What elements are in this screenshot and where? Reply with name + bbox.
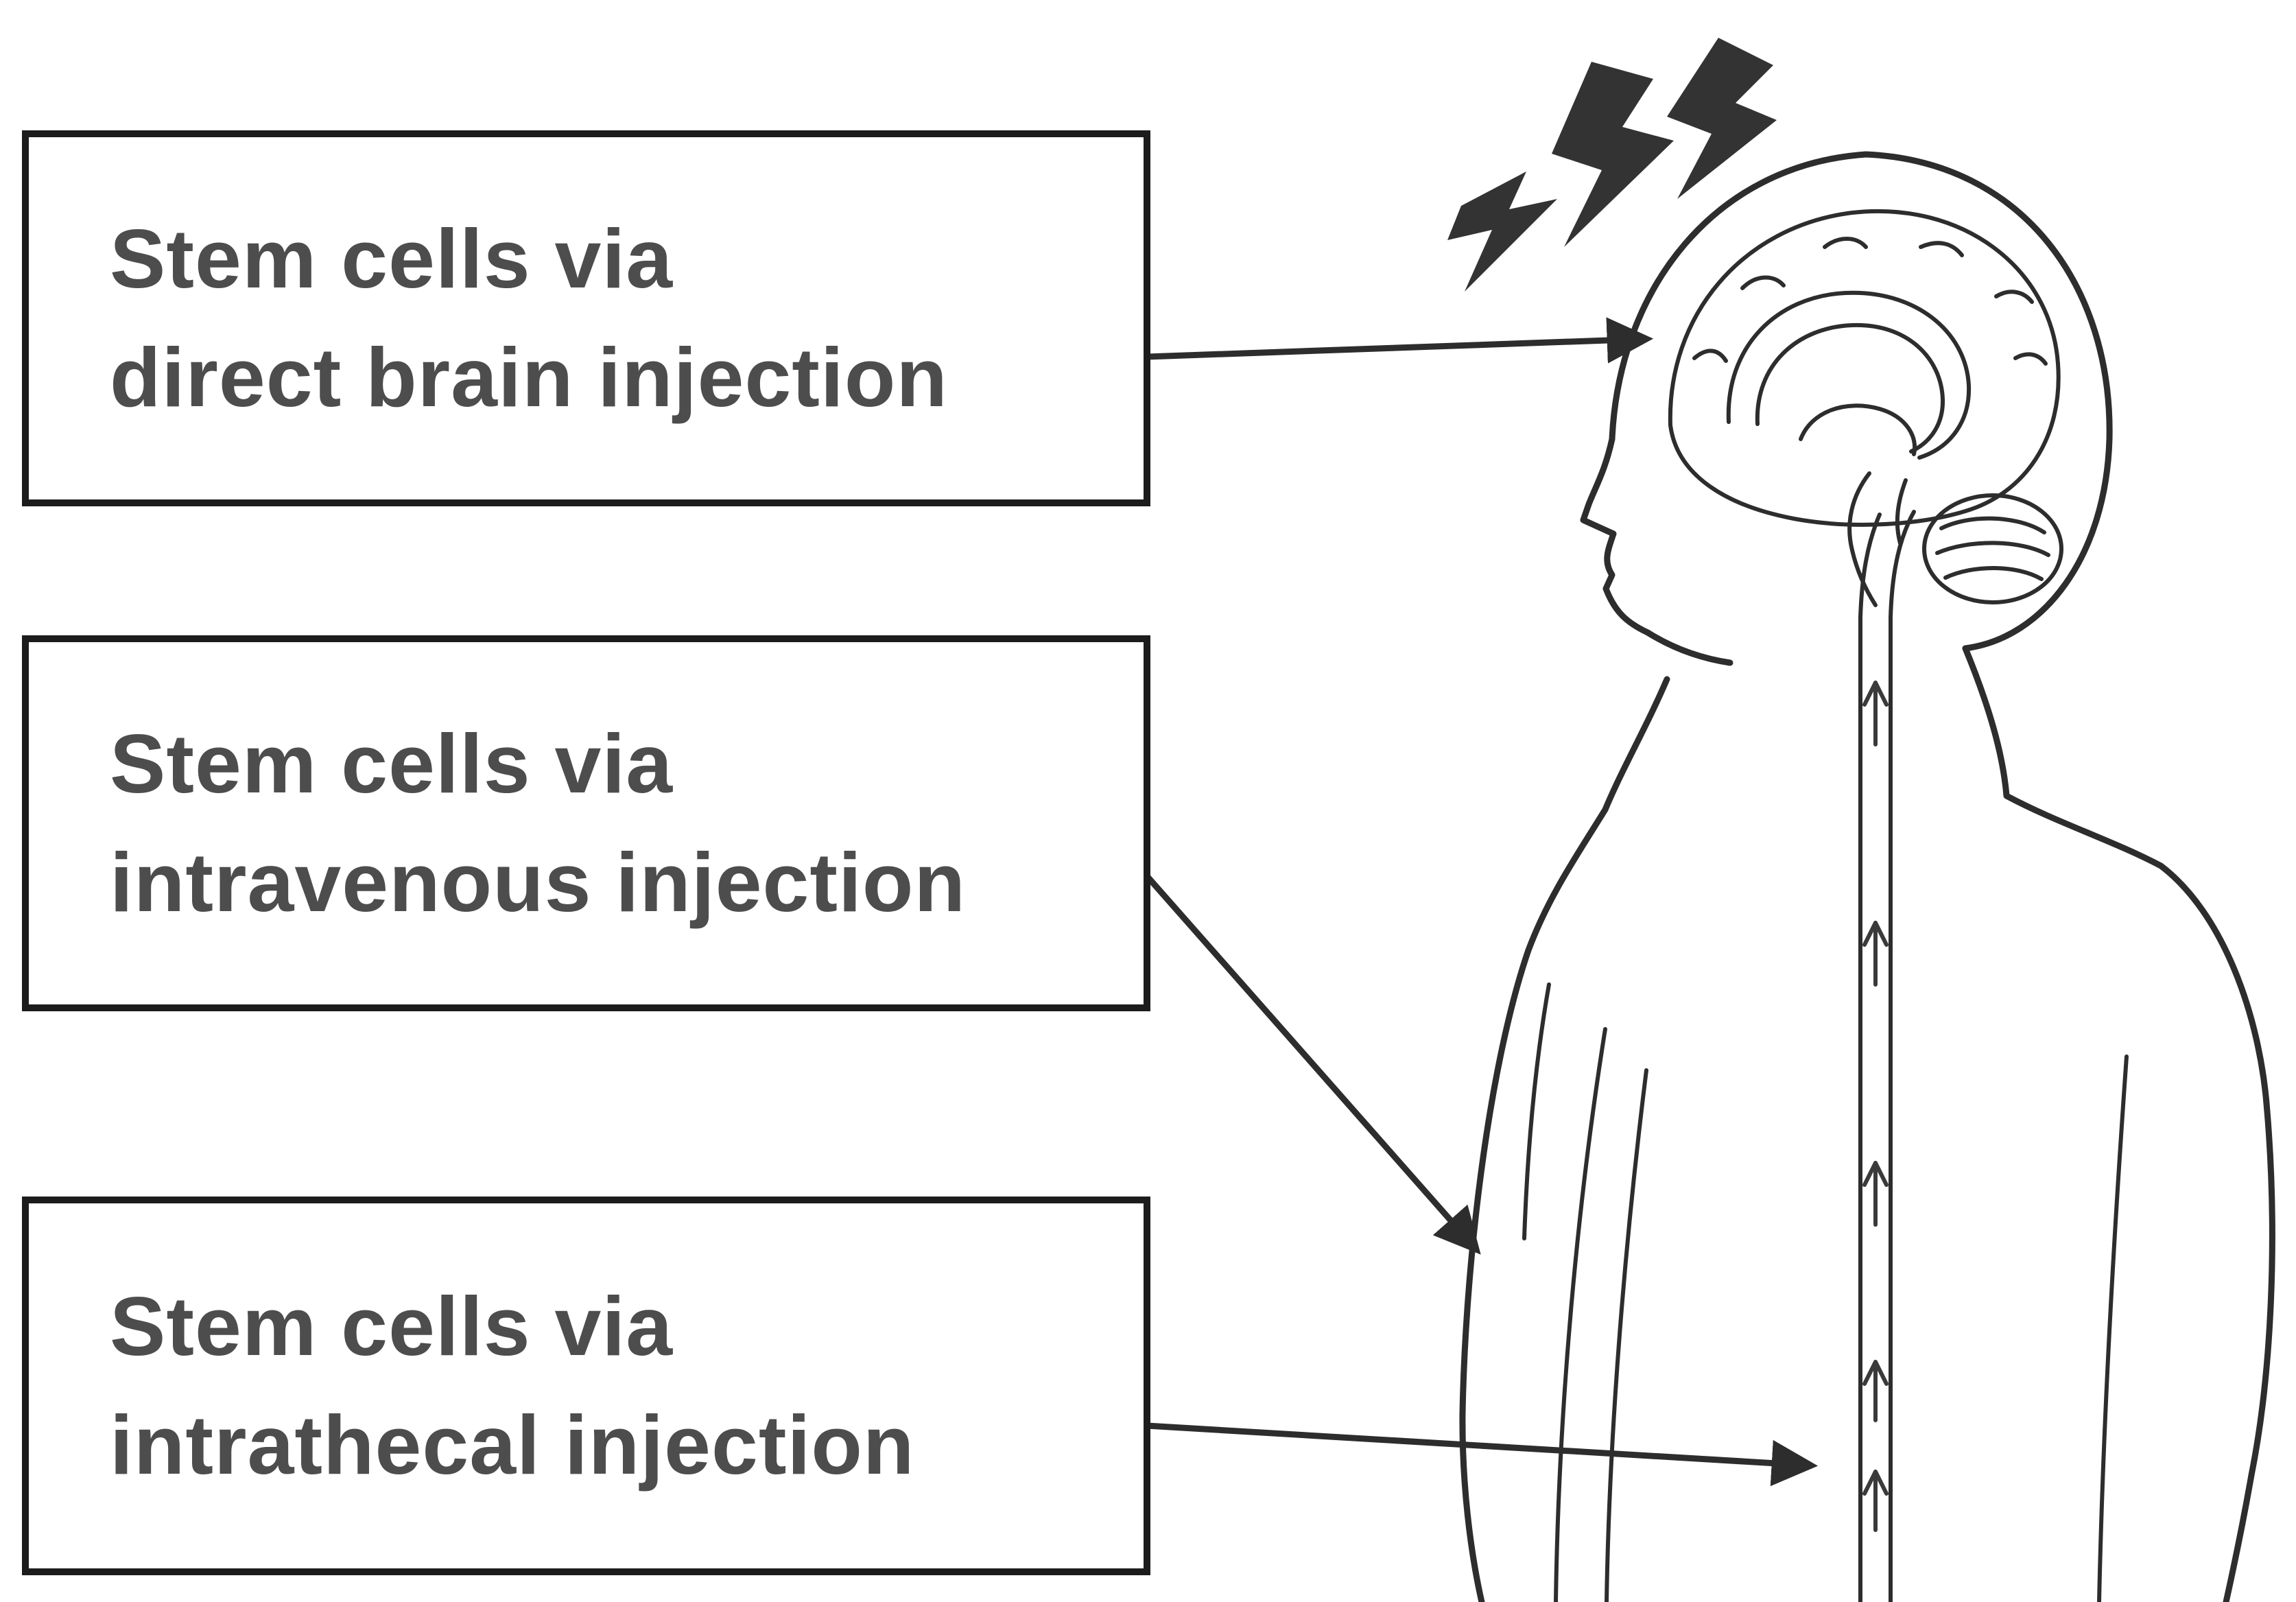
arrow-to-brain	[1146, 317, 1654, 364]
spine-left-line	[1858, 513, 1882, 1602]
left-arm-inner-line-2	[1605, 1068, 1648, 1602]
spinal-flow-arrow-3	[1862, 1161, 1889, 1227]
label-text-line2: direct brain injection	[110, 331, 948, 424]
spinal-flow-arrow-4	[1862, 1360, 1889, 1422]
arrow-to-arm-vein	[1144, 874, 1481, 1255]
spine-right-line	[1889, 510, 1916, 1602]
lightning-bolt-middle	[1552, 62, 1674, 247]
label-text-line1: Stem cells via	[110, 1279, 674, 1373]
right-arm-inner-line	[2097, 1055, 2129, 1602]
head-outline	[1609, 151, 2113, 652]
gyri-squiggle-4	[1919, 241, 1964, 257]
cerebellum-outline	[1922, 493, 2063, 604]
lightning-bolt-left	[1447, 172, 1557, 292]
label-box-intravenous-injection: Stem cells via intravenous injection	[22, 635, 1150, 1011]
leader-arrows	[1144, 317, 1819, 1487]
brain-stem-right	[1895, 478, 1908, 545]
cerebrum-outline	[1668, 209, 2061, 527]
label-text-line1: Stem cells via	[110, 716, 674, 810]
gyri-squiggle-5	[1994, 290, 2034, 304]
label-text-line2: intravenous injection	[110, 836, 966, 929]
left-arm-inner-line-3	[1522, 982, 1551, 1240]
spinal-flow-arrow-2	[1862, 921, 1889, 987]
human-figure	[1459, 151, 2275, 1602]
nape-and-right-arm	[1962, 645, 2275, 1602]
gyri-squiggle-3	[1823, 237, 1868, 249]
arrow-to-spine	[1146, 1422, 1819, 1487]
spinal-cord	[1858, 510, 1916, 1602]
label-box-intrathecal-injection: Stem cells via intrathecal injection	[22, 1197, 1150, 1575]
brain-illustration	[1668, 209, 2063, 607]
face-profile	[1580, 436, 1733, 666]
gyri-squiggle-1	[1692, 349, 1728, 363]
label-text-line1: Stem cells via	[110, 211, 674, 305]
gyri-squiggle-6	[2013, 352, 2048, 366]
spinal-flow-arrow-5	[1862, 1470, 1889, 1532]
left-arm-inner-line-1	[1554, 1027, 1607, 1602]
spinal-flow-arrows	[1862, 681, 1889, 1532]
cerebellum-fold-3	[1943, 566, 2044, 581]
gyri-squiggle-2	[1740, 275, 1786, 290]
lightning-bolts-icon	[1447, 38, 1777, 292]
cerebellum-fold-2	[1935, 541, 2050, 557]
label-box-direct-brain-injection: Stem cells via direct brain injection	[22, 130, 1150, 506]
brain-stem-left	[1847, 471, 1878, 607]
corpus-callosum-inner	[1755, 322, 1945, 453]
label-text-line2: intrathecal injection	[110, 1398, 915, 1492]
lightning-bolt-right	[1667, 38, 1777, 199]
neck-and-left-arm	[1459, 676, 1670, 1602]
corpus-callosum-outer	[1726, 290, 1972, 460]
spinal-flow-arrow-1	[1862, 681, 1889, 746]
cerebellum-fold-1	[1939, 516, 2046, 534]
thalamus-curve	[1799, 403, 1917, 456]
